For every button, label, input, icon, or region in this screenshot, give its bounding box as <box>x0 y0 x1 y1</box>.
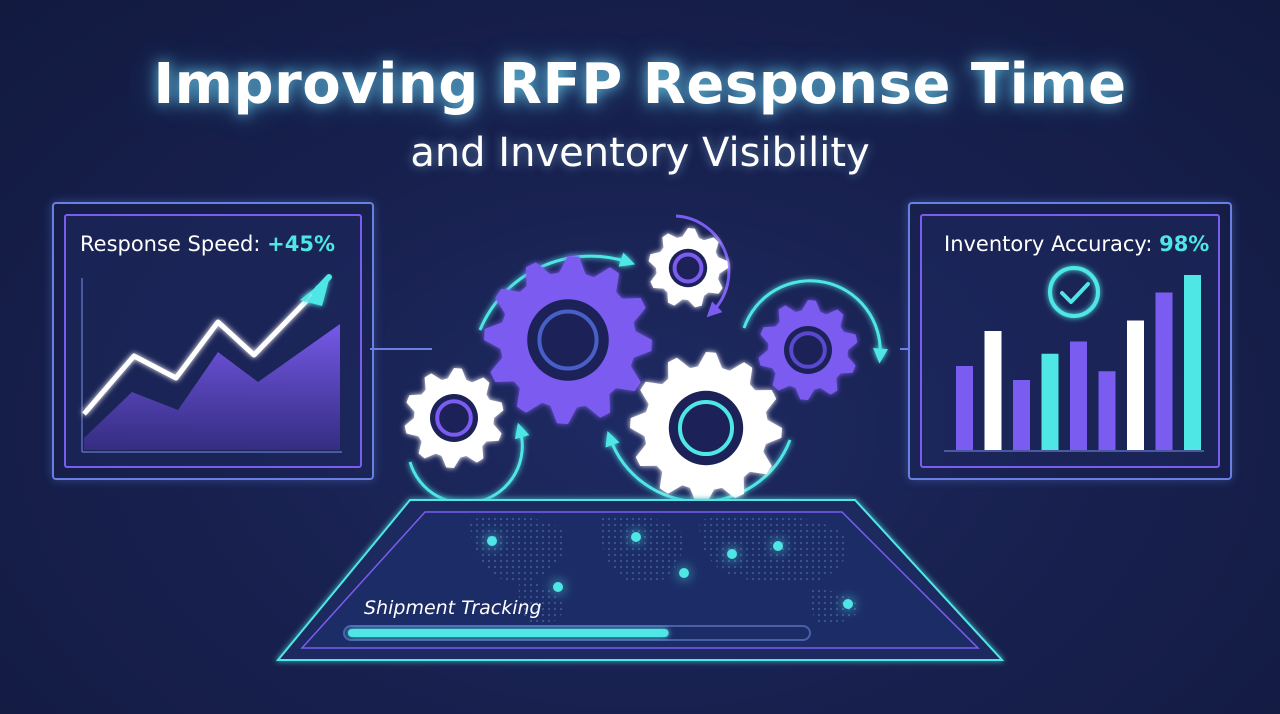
gear-hub-ring <box>789 331 827 369</box>
inventory-bar <box>1041 353 1059 450</box>
response-speed-label: Response Speed: +45% <box>80 232 335 256</box>
shipment-location-marker <box>487 536 497 546</box>
gears-cluster <box>404 214 889 505</box>
gear-hub-ring <box>537 309 599 371</box>
shipment-locations <box>487 532 853 609</box>
inventory-accuracy-label-text: Inventory Accuracy: <box>944 232 1160 256</box>
top-small-gear-icon <box>648 228 728 308</box>
inventory-bar <box>1098 371 1116 450</box>
shipment-tracking-label: Shipment Tracking <box>364 597 542 619</box>
inventory-bar <box>1070 341 1087 450</box>
shipment-location-marker <box>773 541 783 551</box>
trend-arrow-icon <box>300 276 330 306</box>
page-subtitle: and Inventory Visibility <box>410 130 870 176</box>
shipment-location-marker <box>553 582 563 592</box>
response-speed-chart <box>81 274 342 453</box>
map-region-asia <box>699 514 847 584</box>
gear-hub-ring <box>435 399 473 437</box>
shipment-location-marker <box>631 532 641 542</box>
tracking-progress-fill <box>348 629 669 637</box>
right-purple-gear-icon <box>758 300 858 400</box>
map-region-europe-africa <box>599 515 683 585</box>
gear-hub-ring <box>677 399 735 457</box>
page-title: Improving RFP Response Time <box>153 52 1127 117</box>
inventory-accuracy-value: 98% <box>1159 232 1210 256</box>
shipment-tracking-platform <box>275 499 1005 661</box>
inventory-bar <box>1184 275 1201 450</box>
inventory-bar <box>956 366 973 450</box>
inventory-bar-chart <box>944 266 1204 452</box>
gear-hub-ring <box>672 252 704 284</box>
check-circle-icon <box>1048 266 1100 318</box>
map-region-americas-south <box>518 580 565 627</box>
map-region-americas-north <box>470 515 566 583</box>
shipment-location-marker <box>727 549 737 559</box>
shipment-location-marker <box>679 568 689 578</box>
inventory-accuracy-label: Inventory Accuracy: 98% <box>944 232 1209 256</box>
map-region-oceania <box>808 589 860 624</box>
check-mark-icon <box>1060 282 1090 304</box>
rotate-arrow-small-gear <box>675 214 731 318</box>
world-map-dots <box>470 514 860 627</box>
rotate-arrow-right <box>742 279 889 364</box>
inventory-bar <box>1013 380 1030 450</box>
response-speed-value: +45% <box>267 232 335 256</box>
small-white-gear-icon <box>404 368 504 468</box>
trend-arrow-shaft <box>311 274 332 296</box>
inventory-bar <box>984 331 1002 450</box>
growth-area <box>84 324 340 450</box>
shipment-location-marker <box>843 599 853 609</box>
large-white-gear-icon <box>630 352 782 504</box>
inventory-bar <box>1155 292 1173 450</box>
tracking-progress-track <box>343 625 811 641</box>
inventory-bar <box>1127 320 1144 450</box>
response-speed-label-text: Response Speed: <box>80 232 268 256</box>
growth-line <box>82 291 316 416</box>
large-purple-gear-icon <box>484 256 652 424</box>
